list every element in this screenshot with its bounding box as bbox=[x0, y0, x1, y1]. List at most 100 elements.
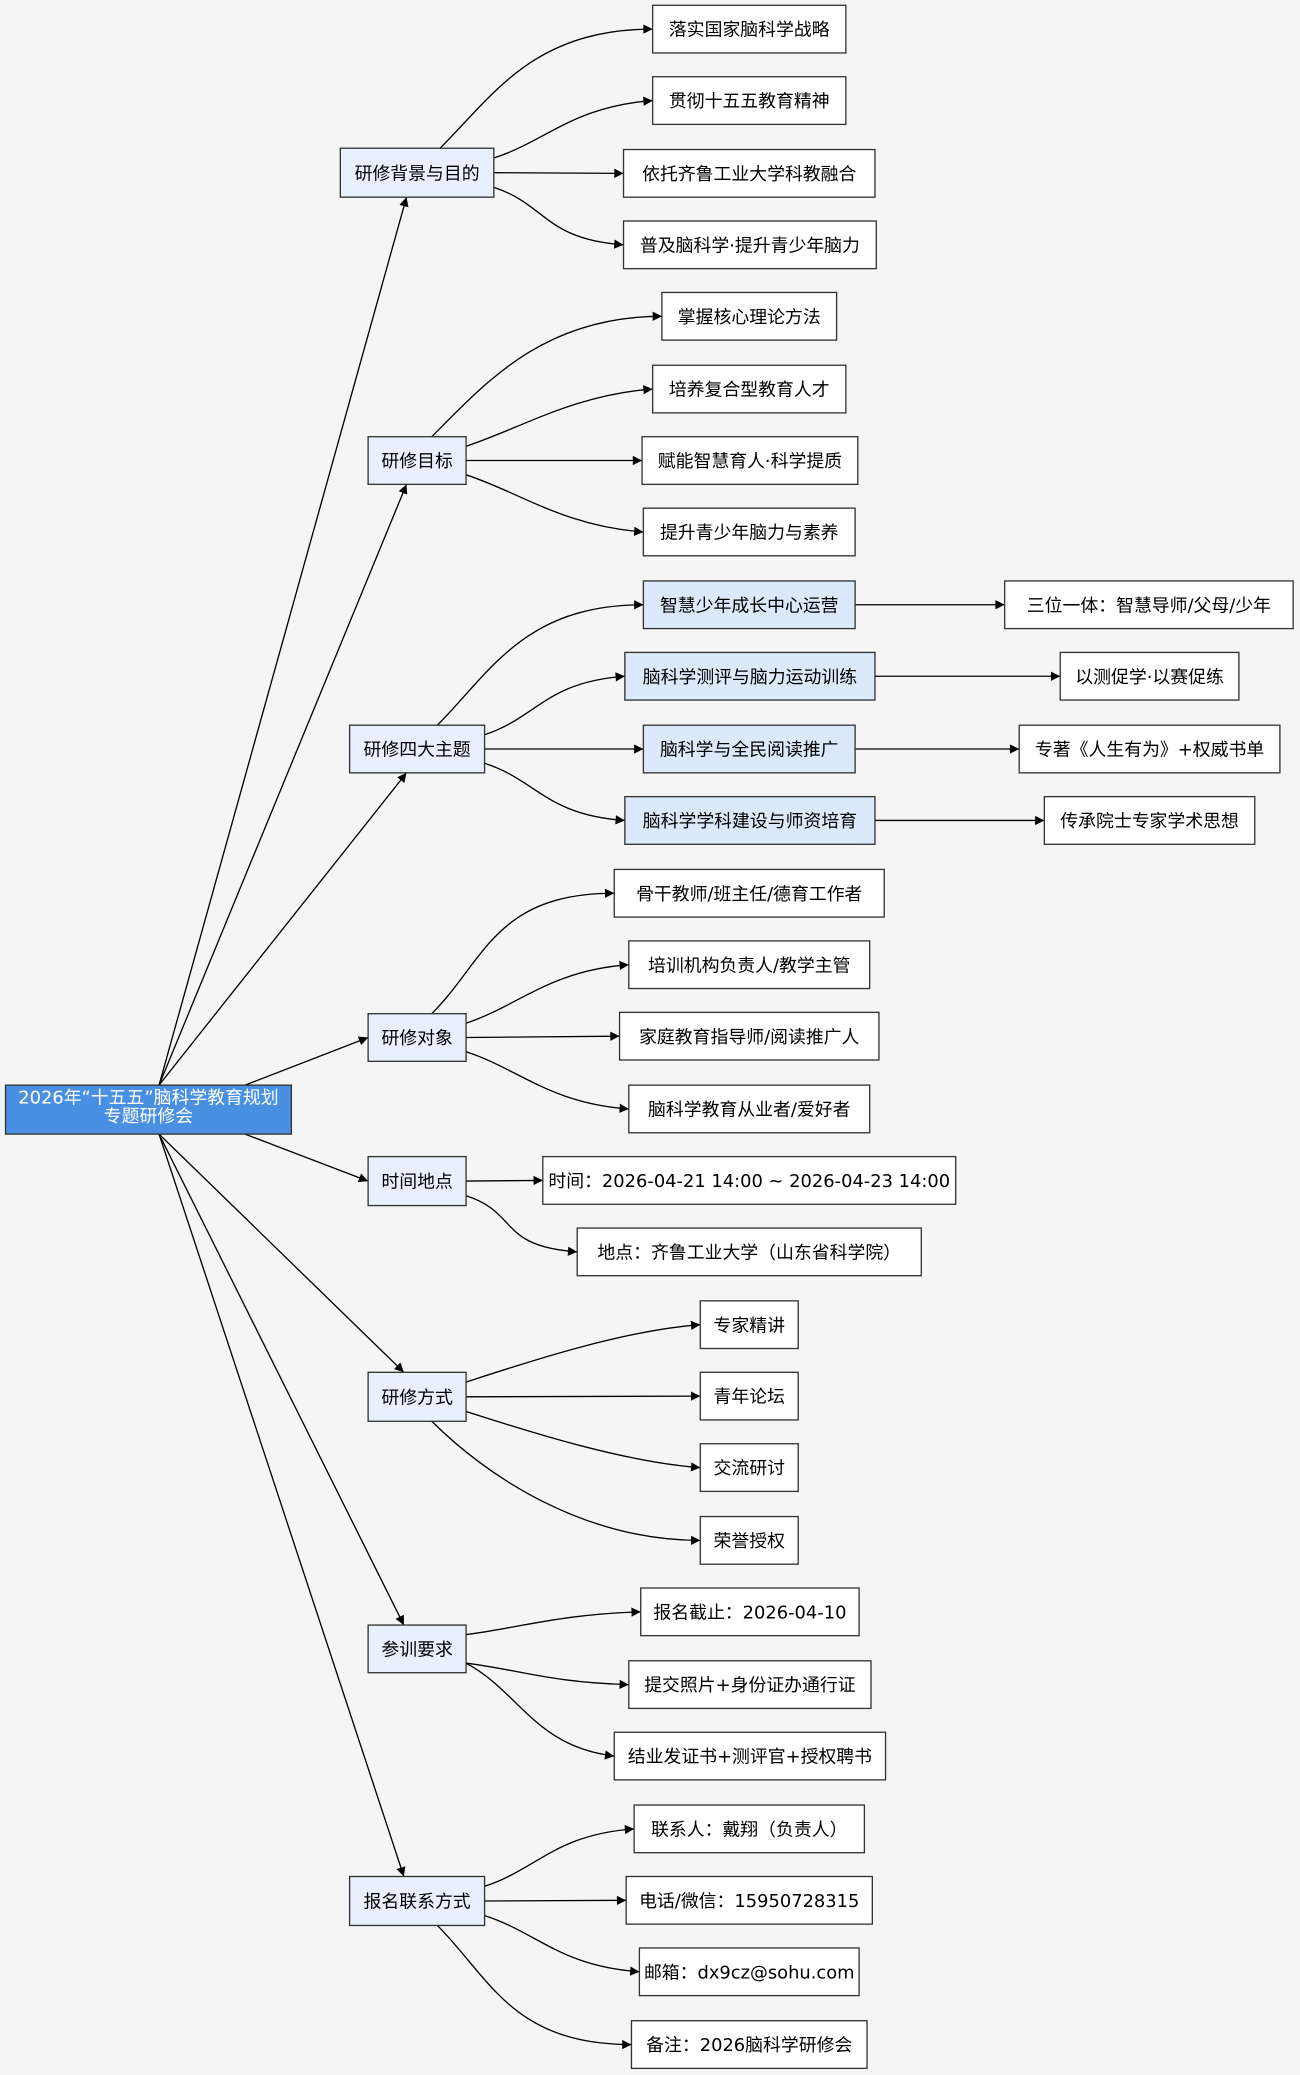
edge-b4-l42 bbox=[465, 960, 629, 1024]
leaf-node[interactable]: 培训机构负责人/教学主管 bbox=[628, 940, 871, 990]
edge-b2-l21 bbox=[431, 311, 662, 438]
leaf-node[interactable]: 家庭教育指导师/阅读推广人 bbox=[618, 1011, 880, 1061]
edge-b2-l22 bbox=[465, 385, 653, 447]
leaf-node-label: 电话/微信：15950728315 bbox=[639, 1891, 859, 1912]
branch-node[interactable]: 研修四大主题 bbox=[348, 724, 486, 774]
edge-root-b1 bbox=[158, 197, 409, 1086]
edge-b6-l62 bbox=[466, 1391, 701, 1401]
leaf-node[interactable]: 落实国家脑科学战略 bbox=[651, 4, 847, 54]
topic-node[interactable]: 智慧少年成长中心运营 bbox=[642, 580, 856, 630]
leaf-node[interactable]: 三位一体：智慧导师/父母/少年 bbox=[1003, 580, 1294, 630]
leaf-node-label: 青年论坛 bbox=[714, 1387, 786, 1408]
leaf-node-label: 交流研讨 bbox=[714, 1458, 786, 1479]
leaf-node[interactable]: 普及脑科学·提升青少年脑力 bbox=[622, 220, 877, 270]
leaf-node-label: 专著《人生有为》+权威书单 bbox=[1035, 740, 1264, 761]
leaf-node[interactable]: 电话/微信：15950728315 bbox=[625, 1875, 873, 1925]
branch-node[interactable]: 研修背景与目的 bbox=[339, 147, 495, 198]
leaf-node[interactable]: 青年论坛 bbox=[699, 1371, 799, 1421]
leaf-node-label: 提交照片+身份证办通行证 bbox=[644, 1675, 856, 1696]
branch-node[interactable]: 报名联系方式 bbox=[348, 1875, 486, 1927]
leaf-node[interactable]: 掌握核心理论方法 bbox=[661, 291, 838, 341]
branch-node[interactable]: 研修方式 bbox=[367, 1371, 467, 1422]
leaf-node[interactable]: 以测促学·以赛促练 bbox=[1059, 651, 1240, 701]
topic-node[interactable]: 脑科学测评与脑力运动训练 bbox=[624, 651, 876, 701]
leaf-node-label: 结业发证书+测评官+授权聘书 bbox=[628, 1747, 872, 1768]
leaf-node-label: 家庭教育指导师/阅读推广人 bbox=[639, 1027, 859, 1048]
branch-node[interactable]: 时间地点 bbox=[367, 1155, 467, 1207]
branch-node[interactable]: 研修目标 bbox=[367, 436, 467, 486]
edge-b7-l72 bbox=[465, 1662, 629, 1689]
leaf-node[interactable]: 提升青少年脑力与素养 bbox=[642, 507, 856, 557]
leaf-node-label: 普及脑科学·提升青少年脑力 bbox=[640, 235, 860, 256]
leaf-node-label: 联系人：戴翔（负责人） bbox=[651, 1819, 847, 1840]
leaf-node[interactable]: 专家精讲 bbox=[699, 1300, 799, 1350]
root-node-label: 专题研修会 bbox=[104, 1106, 193, 1127]
leaf-node-box bbox=[640, 1587, 860, 1637]
leaf-node[interactable]: 骨干教师/班主任/德育工作者 bbox=[613, 868, 885, 918]
root-node-box bbox=[4, 1084, 293, 1135]
leaf-node-label: 赋能智慧育人·科学提质 bbox=[658, 451, 842, 472]
leaf-node-label: 传承院士专家学术思想 bbox=[1060, 811, 1239, 832]
branch-node-label: 报名联系方式 bbox=[364, 1892, 471, 1913]
topic-node[interactable]: 脑科学学科建设与师资培育 bbox=[624, 795, 876, 845]
edge-root-b4 bbox=[244, 1036, 369, 1086]
branch-node[interactable]: 参训要求 bbox=[367, 1624, 467, 1674]
leaf-node[interactable]: 报名截止：2026-04-10 bbox=[640, 1587, 860, 1637]
leaf-node[interactable]: 贯彻十五五教育精神 bbox=[651, 76, 847, 126]
leaf-node[interactable]: 邮箱：dx9cz@sohu.com bbox=[638, 1947, 860, 1997]
topic-node-label: 智慧少年成长中心运营 bbox=[660, 595, 839, 616]
leaf-node[interactable]: 提交照片+身份证办通行证 bbox=[628, 1660, 872, 1710]
leaf-node[interactable]: 备注：2026脑科学研修会 bbox=[630, 2020, 868, 2070]
leaf-node[interactable]: 交流研讨 bbox=[699, 1443, 799, 1493]
edge-b8-l84 bbox=[436, 1924, 632, 2050]
leaf-node-box bbox=[642, 507, 856, 557]
edges bbox=[158, 24, 1061, 2050]
leaf-node[interactable]: 荣誉授权 bbox=[699, 1515, 799, 1565]
leaf-node[interactable]: 传承院士专家学术思想 bbox=[1043, 795, 1256, 845]
branch-node-box bbox=[367, 436, 467, 486]
branch-node[interactable]: 研修对象 bbox=[367, 1013, 467, 1062]
leaf-node-box bbox=[661, 291, 838, 341]
leaf-node-label: 提升青少年脑力与素养 bbox=[660, 523, 839, 544]
edge-root-b7 bbox=[158, 1133, 405, 1626]
branch-node-label: 研修四大主题 bbox=[364, 740, 471, 761]
leaf-node-box bbox=[622, 148, 876, 198]
leaf-node-box bbox=[1018, 724, 1281, 774]
leaf-node[interactable]: 结业发证书+测评官+授权聘书 bbox=[613, 1731, 887, 1781]
branch-node-box bbox=[339, 147, 495, 198]
leaf-node-label: 培训机构负责人/教学主管 bbox=[648, 955, 850, 976]
leaf-node[interactable]: 依托齐鲁工业大学科教融合 bbox=[622, 148, 876, 198]
leaf-node[interactable]: 赋能智慧育人·科学提质 bbox=[641, 436, 859, 486]
branch-node-label: 参训要求 bbox=[381, 1640, 453, 1661]
leaf-node[interactable]: 地点：齐鲁工业大学（山东省科学院） bbox=[576, 1227, 922, 1277]
leaf-node-box bbox=[699, 1443, 799, 1493]
leaf-node[interactable]: 联系人：戴翔（负责人） bbox=[633, 1804, 866, 1854]
leaf-node-box bbox=[633, 1804, 866, 1854]
edge-b8-l81 bbox=[484, 1824, 635, 1887]
leaf-node-label: 培养复合型教育人才 bbox=[669, 380, 830, 401]
edge-root-b5 bbox=[244, 1133, 369, 1183]
leaf-node-label: 地点：齐鲁工业大学（山东省科学院） bbox=[597, 1242, 901, 1263]
leaf-node[interactable]: 专著《人生有为》+权威书单 bbox=[1018, 724, 1281, 774]
topic-node-box bbox=[624, 651, 876, 701]
edge-b1-l11 bbox=[439, 24, 653, 149]
leaf-node-box bbox=[651, 364, 847, 414]
leaf-node-box bbox=[628, 1084, 871, 1134]
leaf-node[interactable]: 培养复合型教育人才 bbox=[651, 364, 847, 414]
branch-node-label: 研修对象 bbox=[381, 1028, 452, 1049]
topic-node[interactable]: 脑科学与全民阅读推广 bbox=[642, 724, 856, 774]
leaf-node[interactable]: 时间：2026-04-21 14:00 ~ 2026-04-23 14:00 bbox=[542, 1155, 957, 1205]
leaf-node-box bbox=[618, 1011, 880, 1061]
leaf-node-label: 以测促学·以赛促练 bbox=[1075, 667, 1224, 688]
leaf-node-box bbox=[630, 2020, 868, 2070]
leaf-node-box bbox=[1059, 651, 1240, 701]
edge-b7-l73 bbox=[465, 1662, 615, 1760]
edge-root-b8 bbox=[158, 1133, 406, 1877]
branch-node-box bbox=[348, 724, 486, 774]
leaf-node-box bbox=[1003, 580, 1294, 630]
leaf-node-label: 脑科学教育从业者/爱好者 bbox=[648, 1100, 850, 1121]
edge-b5-l52 bbox=[465, 1195, 578, 1256]
leaf-node[interactable]: 脑科学教育从业者/爱好者 bbox=[628, 1084, 871, 1134]
edge-b1-l13 bbox=[493, 168, 624, 178]
